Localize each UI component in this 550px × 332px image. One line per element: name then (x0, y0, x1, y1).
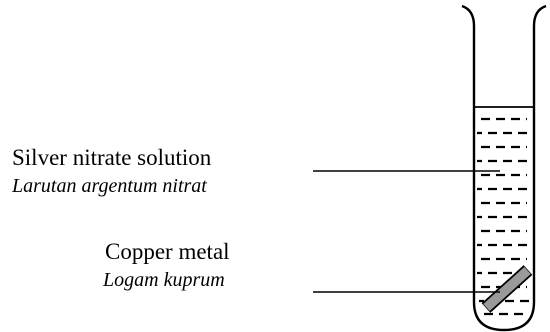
copper-strip-fill (483, 266, 531, 312)
solution-label-malay: Larutan argentum nitrat (12, 175, 207, 197)
copper-label-english: Copper metal (105, 239, 230, 264)
solution-label-english: Silver nitrate solution (12, 145, 212, 170)
copper-label-malay: Logam kuprum (103, 269, 225, 291)
test-tube-outline (461, 4, 547, 332)
